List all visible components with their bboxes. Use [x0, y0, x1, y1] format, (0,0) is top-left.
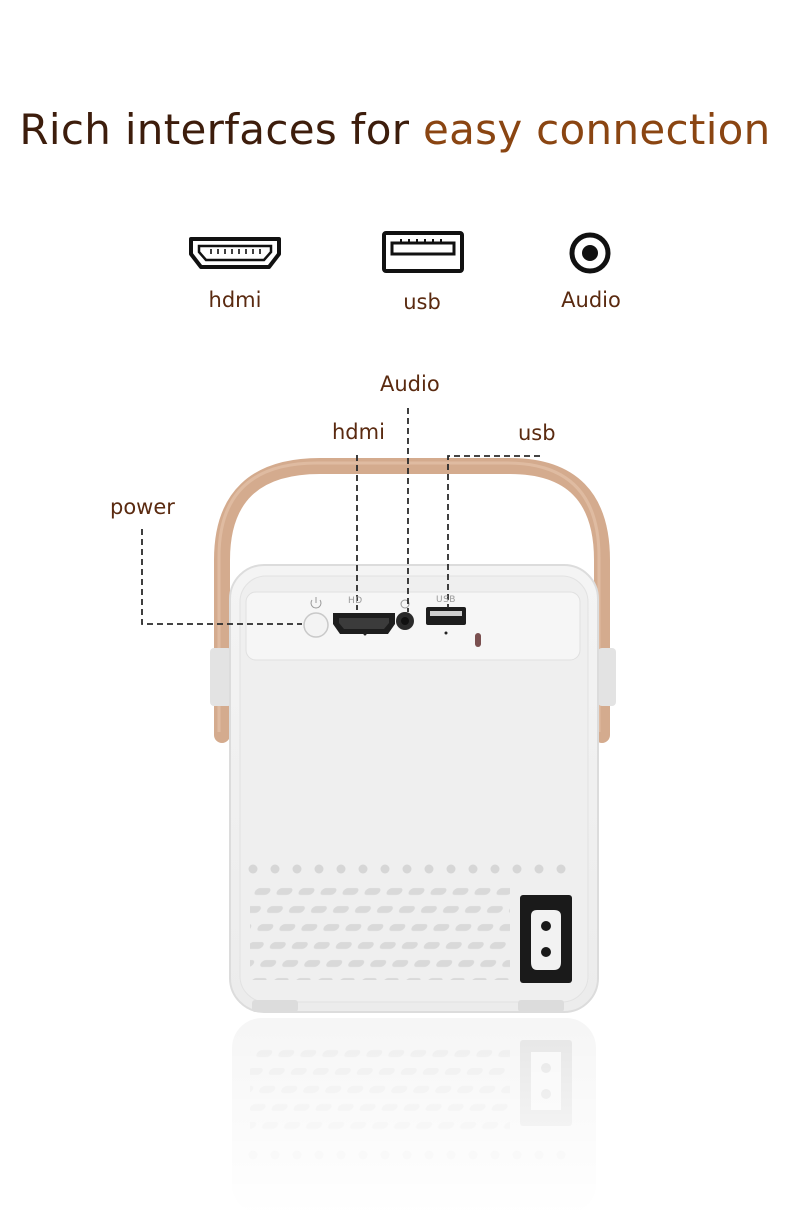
hdmi-port-print: HD — [348, 596, 363, 606]
callout-hdmi: hdmi — [332, 420, 385, 444]
usb-icon — [382, 231, 464, 273]
hdmi-port — [333, 613, 395, 636]
vent-dots — [248, 858, 578, 880]
callout-usb: usb — [518, 421, 556, 445]
left-hinge — [210, 648, 232, 706]
power-button — [303, 597, 329, 638]
ac-power-inlet — [520, 895, 572, 983]
icon-label-audio: Audio — [561, 288, 621, 312]
callout-leader-lines — [141, 408, 540, 625]
usb-port — [426, 607, 466, 635]
icon-label-usb: usb — [403, 290, 441, 314]
title-part-accent: easy connection — [423, 105, 771, 154]
callout-audio: Audio — [380, 372, 440, 396]
leader-usb — [447, 455, 540, 608]
usb-port-print: USB — [436, 595, 456, 605]
leader-power — [141, 529, 302, 625]
hdmi-icon — [189, 237, 281, 269]
page-title: Rich interfaces for easy connection — [0, 105, 790, 154]
status-led — [475, 633, 481, 647]
carry-handle — [214, 458, 610, 743]
audio-jack — [396, 599, 414, 630]
icon-label-hdmi: hdmi — [208, 288, 262, 312]
port-panel — [245, 591, 581, 661]
audio-icon — [569, 232, 611, 274]
title-part-dark: Rich interfaces for — [19, 105, 423, 154]
vent-grille — [250, 880, 510, 980]
right-hinge — [598, 648, 616, 706]
foot-right — [518, 1000, 564, 1012]
callout-power: power — [110, 495, 175, 519]
projector-illustration — [141, 408, 616, 1214]
foot-left — [252, 1000, 298, 1012]
